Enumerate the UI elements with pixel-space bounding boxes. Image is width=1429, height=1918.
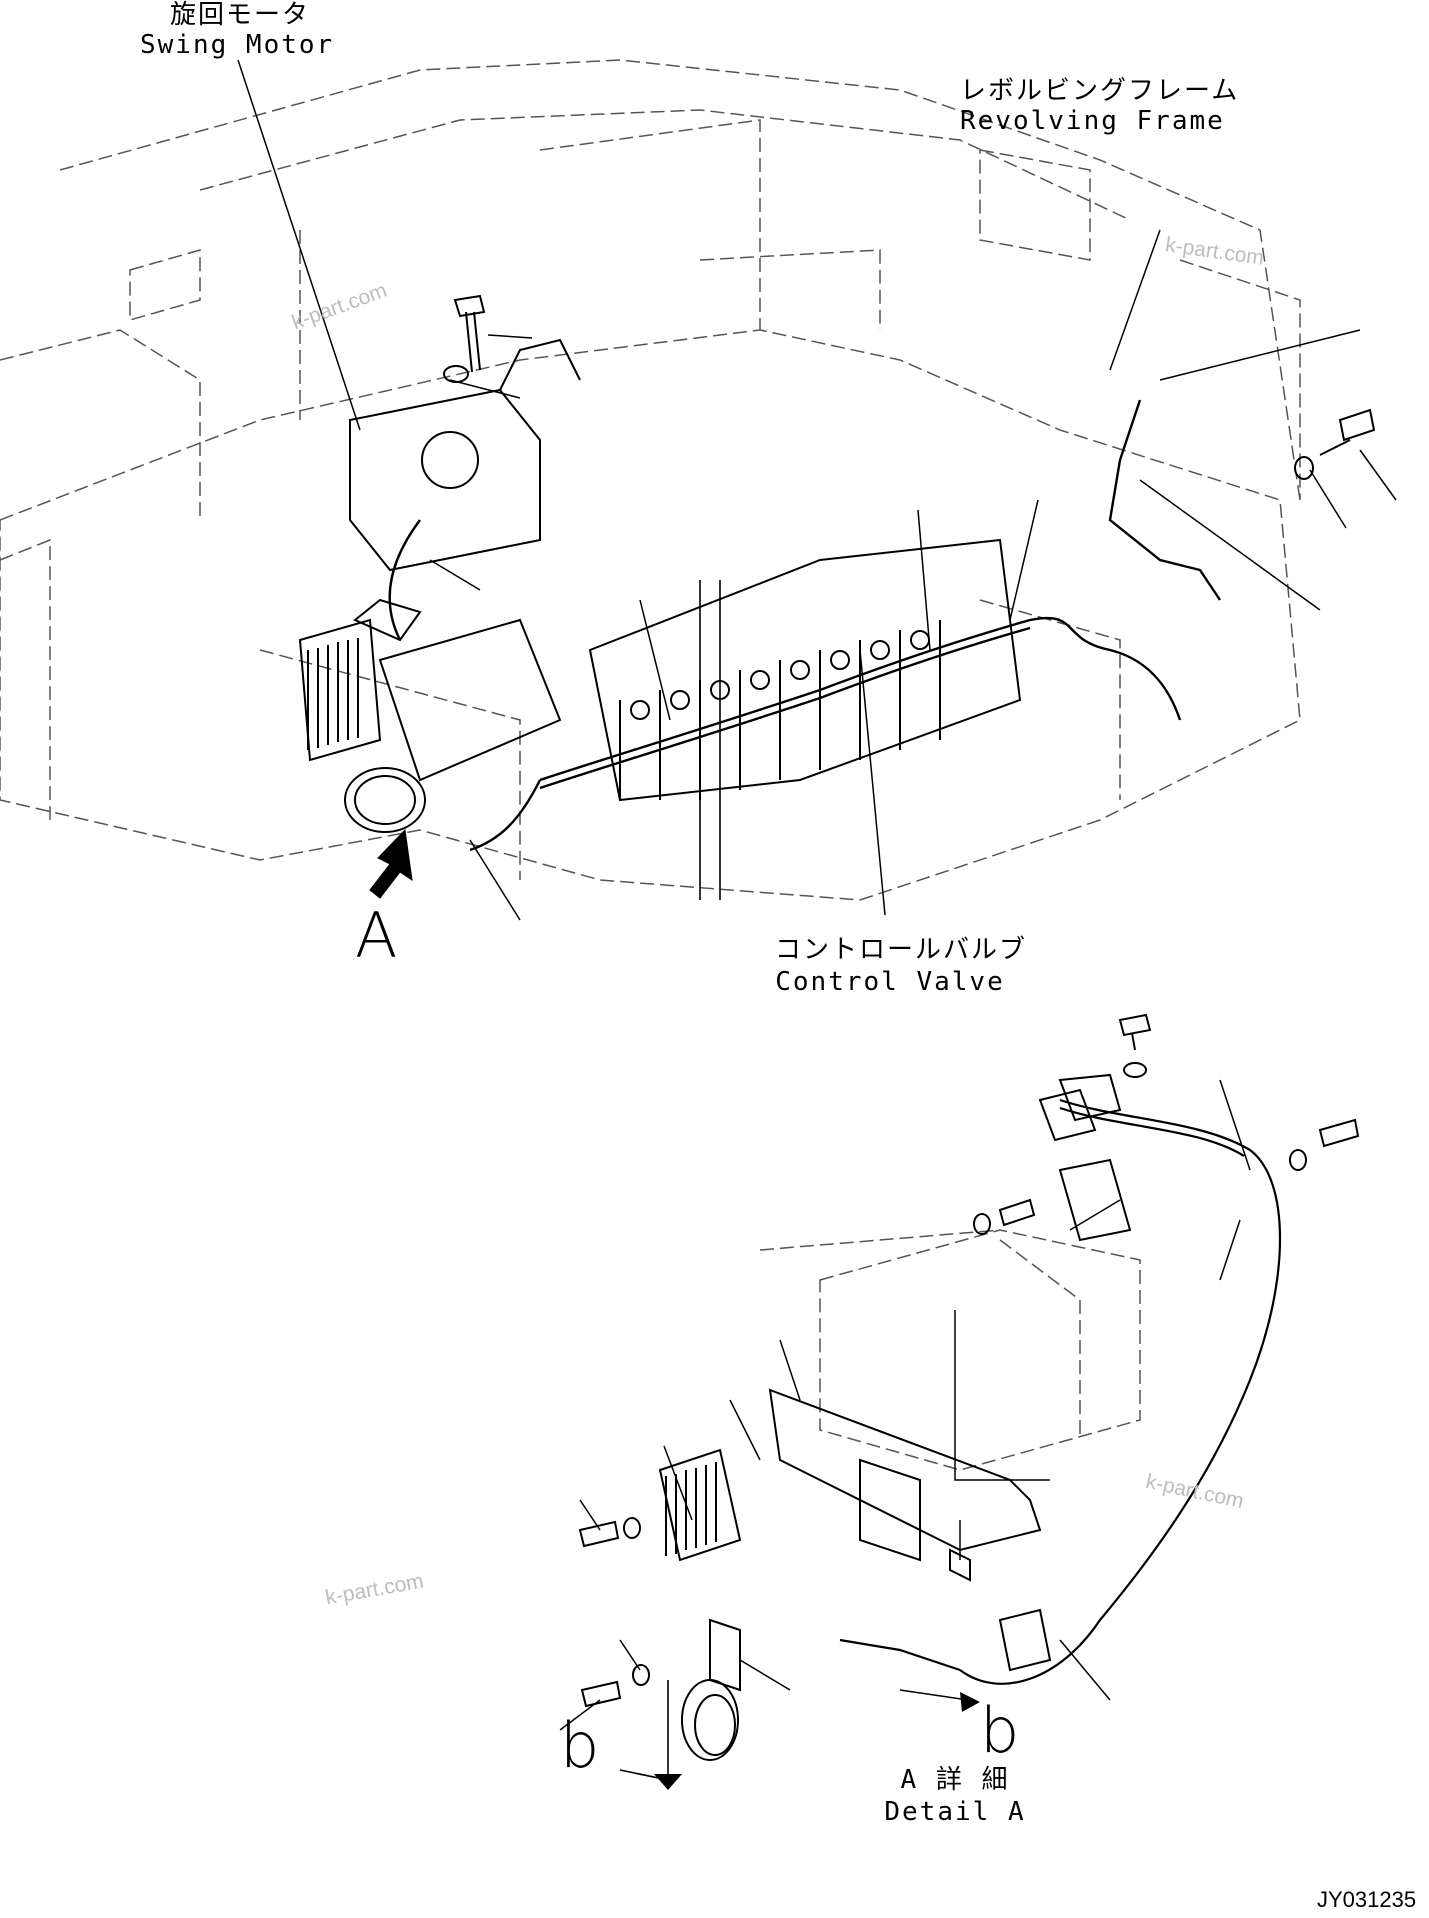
- revolving-frame-phantom: [0, 59, 1301, 1471]
- swing-motor-label-ja: 旋回モータ: [170, 0, 311, 30]
- detail-a-label-en: Detail A: [884, 1797, 1026, 1827]
- detail-a-bracket: [768, 1388, 1042, 1582]
- drawing-id: JY031235: [1317, 1887, 1417, 1912]
- view-arrow-a: [369, 828, 413, 899]
- detail-a-controller: [658, 1448, 742, 1562]
- detail-a-harness: [839, 1098, 1281, 1685]
- swing-motor-label-en: Swing Motor: [140, 30, 335, 60]
- section-b-marker-right: b: [980, 1694, 1020, 1767]
- detail-a-label-ja: A 詳 細: [900, 1765, 1010, 1795]
- control-valve-label-en: Control Valve: [775, 967, 1005, 997]
- section-b-arrowheads: [654, 1692, 980, 1790]
- view-a-marker: A: [355, 899, 398, 972]
- revolving-frame-label-ja: レボルビングフレーム: [960, 76, 1240, 106]
- main-harness: [388, 399, 1221, 852]
- controller-assembly-view: [298, 598, 562, 833]
- revolving-frame-label-en: Revolving Frame: [960, 106, 1225, 136]
- leader-lines: [237, 59, 1397, 1731]
- control-valve-body: [588, 538, 1022, 900]
- detail-a-connectors: [998, 1073, 1132, 1672]
- control-valve-label-ja: コントロールバルブ: [775, 935, 1028, 965]
- swing-motor-body: [349, 338, 581, 572]
- fasteners: [443, 294, 1376, 1708]
- section-b-marker-left: b: [560, 1709, 600, 1782]
- detail-a-buzzer: [681, 1618, 741, 1761]
